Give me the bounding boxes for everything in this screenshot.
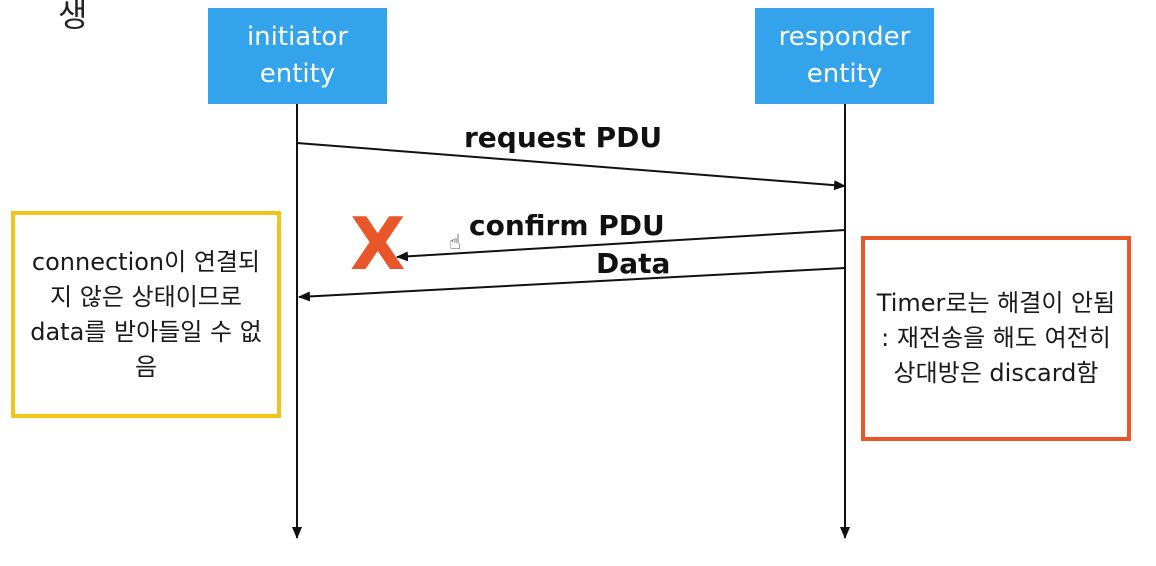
note-left: connection이 연결되지 않은 상태이므로 data를 받아들일 수 없… xyxy=(11,211,281,418)
corner-partial-text: 생 xyxy=(58,0,88,34)
confirm-pdu-label: confirm PDU xyxy=(469,209,665,242)
initiator-label-line1: initiator xyxy=(246,22,349,52)
data-arrow xyxy=(298,267,846,302)
request-arrow xyxy=(296,142,846,191)
confirm-arrow xyxy=(396,229,846,262)
responder-label-line2: entity xyxy=(806,59,883,89)
lost-x-icon: X xyxy=(350,202,406,286)
responder-label-line1: responder xyxy=(778,22,911,52)
responder-entity-box: responder entity xyxy=(755,8,934,104)
data-label: Data xyxy=(596,247,671,280)
note-right-text: Timer로는 해결이 안됨 : 재전송을 해도 여전히 상대방은 discar… xyxy=(876,289,1116,387)
note-right: Timer로는 해결이 안됨 : 재전송을 해도 여전히 상대방은 discar… xyxy=(861,236,1131,441)
request-pdu-label: request PDU xyxy=(464,121,663,154)
initiator-entity-box: initiator entity xyxy=(208,8,387,104)
hand-cursor-icon: ☝ xyxy=(449,230,462,254)
note-left-text: connection이 연결되지 않은 상태이므로 data를 받아들일 수 없… xyxy=(30,247,262,381)
initiator-label-line2: entity xyxy=(259,59,336,89)
